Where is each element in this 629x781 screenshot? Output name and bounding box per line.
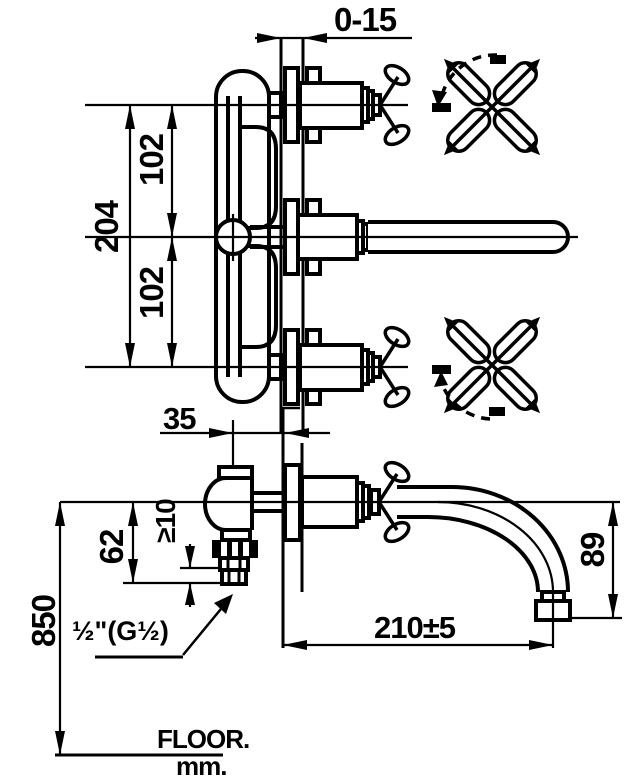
cross-handle-side-top [378,63,411,147]
dim-label-valve-spacing-total: 204 [88,200,125,254]
dim-label-inlet-to-wall: 35 [163,401,196,436]
dim-label-spout-drop: 89 [574,532,611,568]
centerlines-side [60,420,620,648]
dim-label-wall-adjustment: 0-15 [334,1,397,38]
units-label: mm. [176,751,227,781]
dim-label-valve-spacing-lower: 102 [133,266,170,320]
spout-side-view [397,485,572,622]
dim-label-valve-spacing-upper: 102 [133,133,170,187]
connection-leader [95,594,233,659]
inlet-elbow-assembly [203,465,285,586]
cross-handle-front-bottom [443,316,541,414]
cross-handle-side-bottom [378,325,411,409]
rotation-arrow-bottom-handle [432,365,505,421]
inlet-fitting-lower [220,568,248,586]
floor-label: FLOOR. [157,724,250,754]
dim-label-install-height: 850 [25,594,62,648]
cross-handle-front-top [443,58,541,156]
rotation-arrow-top-handle [432,53,506,112]
dim-label-inlet-drop: 62 [93,529,130,565]
dim-label-inlet-connection: ½"(G½) [72,616,169,646]
dim-label-spout-reach: 210±5 [374,610,456,645]
dimension-linework [55,33,622,757]
centerlines-plan [85,103,578,369]
cross-handle-side-front-view [377,460,411,544]
dim-label-min-pipe-clearance: ≥10 [150,499,181,543]
